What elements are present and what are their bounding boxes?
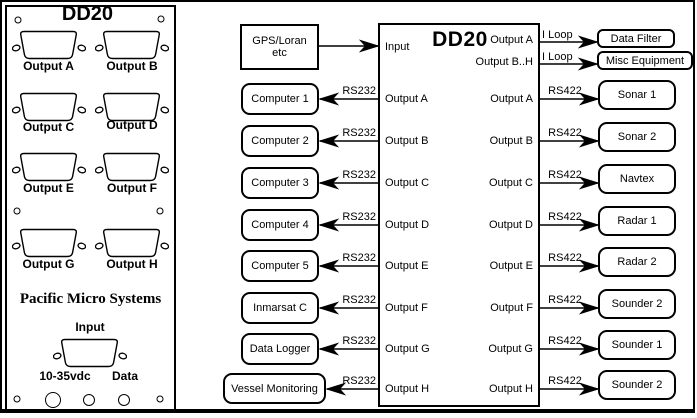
data-connector-hole: [117, 393, 130, 406]
connector-label: Output B: [106, 59, 158, 73]
power-label: 10-35vdc: [39, 369, 91, 383]
device-box-right: Sounder 2: [598, 370, 676, 400]
block-port-label-right: Output E: [489, 260, 533, 272]
device-box-left: Computer 2: [241, 125, 319, 157]
connector-label: Output F: [107, 181, 157, 195]
screw-icon: [14, 16, 21, 23]
dd20-block: [378, 23, 540, 407]
dsub-connector-input: [53, 338, 127, 368]
gps-source-line2: etc: [272, 47, 287, 59]
device-box-left: Computer 3: [241, 167, 319, 199]
block-port-label-left: Output A: [385, 93, 428, 105]
block-port-label-right: Output D: [488, 219, 533, 231]
bus-label-rs422: RS422: [548, 375, 582, 387]
connector-label: Output C: [22, 120, 75, 134]
bus-label-rs232: RS232: [342, 375, 376, 387]
block-iloop-port-label: Output B..H: [475, 56, 533, 68]
device-box-left: Computer 4: [241, 209, 319, 241]
device-box-data-filter: Data Filter: [597, 29, 675, 48]
block-port-label-right: Output F: [490, 302, 533, 314]
bus-label-iloop: I Loop: [542, 29, 573, 41]
block-port-label-left: Output B: [385, 135, 429, 147]
bus-label-rs422: RS422: [548, 211, 582, 223]
block-port-label-left: Output F: [385, 302, 428, 314]
bus-label-iloop: I Loop: [542, 51, 573, 63]
block-port-label-right: Output B: [489, 135, 533, 147]
block-input-port-label: Input: [385, 41, 410, 53]
device-box-right: Sonar 1: [598, 80, 676, 110]
dsub-connector-output-g: [12, 228, 86, 258]
bus-label-rs232: RS232: [342, 85, 376, 97]
bus-label-rs232: RS232: [342, 169, 376, 181]
data-label: Data: [111, 369, 138, 383]
panel-title: DD20: [61, 3, 114, 25]
device-box-right: Navtex: [598, 164, 676, 194]
device-box-right: Sonar 2: [598, 122, 676, 152]
dsub-connector-output-e: [12, 152, 86, 182]
power-connector-hole: [45, 391, 61, 408]
screw-icon: [156, 395, 164, 402]
device-box-left: Computer 1: [241, 83, 319, 115]
block-port-label-left: Output C: [385, 177, 430, 189]
dsub-connector-output-c: [12, 92, 86, 122]
dsub-connector-output-a: [12, 30, 86, 60]
gps-source-line1: GPS/Loran: [252, 35, 307, 47]
block-iloop-port-label: Output A: [490, 34, 533, 46]
bus-label-rs422: RS422: [548, 85, 582, 97]
device-box-left: Data Logger: [241, 333, 319, 365]
screw-icon: [13, 395, 21, 402]
device-box-right: Radar 1: [598, 206, 676, 236]
bus-label-rs422: RS422: [548, 335, 582, 347]
dsub-connector-output-h: [95, 228, 169, 258]
bus-label-rs232: RS232: [342, 127, 376, 139]
brand-name: Pacific Micro Systems: [19, 291, 162, 307]
device-box-right: Radar 2: [598, 247, 676, 277]
input-connector-label: Input: [75, 320, 105, 334]
bus-label-rs422: RS422: [548, 252, 582, 264]
block-title: DD20: [432, 28, 488, 51]
dd20-front-panel: [5, 5, 176, 412]
bus-label-rs232: RS232: [342, 294, 376, 306]
connector-label: Output E: [23, 181, 74, 195]
block-port-label-left: Output D: [385, 219, 430, 231]
block-port-label-right: Output A: [490, 93, 533, 105]
device-box-misc-equipment: Misc Equipment: [597, 51, 693, 70]
device-box-right: Sounder 2: [598, 289, 676, 319]
screw-icon: [156, 207, 164, 214]
bus-label-rs232: RS232: [342, 211, 376, 223]
gps-source-box: GPS/Loran etc: [240, 24, 319, 70]
block-port-label-left: Output G: [385, 343, 430, 355]
data-connector-hole: [83, 393, 95, 406]
bus-label-rs422: RS422: [548, 127, 582, 139]
block-port-label-left: Output E: [385, 260, 429, 272]
screw-icon: [157, 15, 164, 23]
device-box-left: Inmarsat C: [241, 292, 319, 324]
dsub-connector-output-b: [95, 30, 169, 60]
block-port-label-right: Output H: [488, 383, 533, 395]
screw-icon: [13, 207, 21, 214]
block-port-label-left: Output H: [385, 383, 430, 395]
device-box-left: Vessel Monitoring: [223, 373, 326, 404]
block-port-label-right: Output C: [488, 177, 533, 189]
connector-label: Output H: [106, 257, 158, 271]
connector-label: Output D: [106, 118, 158, 132]
connector-label: Output G: [22, 257, 75, 271]
connector-label: Output A: [23, 59, 74, 73]
bus-label-rs232: RS232: [342, 335, 376, 347]
device-box-right: Sounder 1: [598, 330, 676, 360]
device-box-left: Computer 5: [241, 250, 319, 282]
dsub-connector-output-f: [95, 152, 169, 182]
bus-label-rs422: RS422: [548, 294, 582, 306]
bus-label-rs422: RS422: [548, 169, 582, 181]
bus-label-rs232: RS232: [342, 252, 376, 264]
block-port-label-right: Output G: [488, 343, 533, 355]
